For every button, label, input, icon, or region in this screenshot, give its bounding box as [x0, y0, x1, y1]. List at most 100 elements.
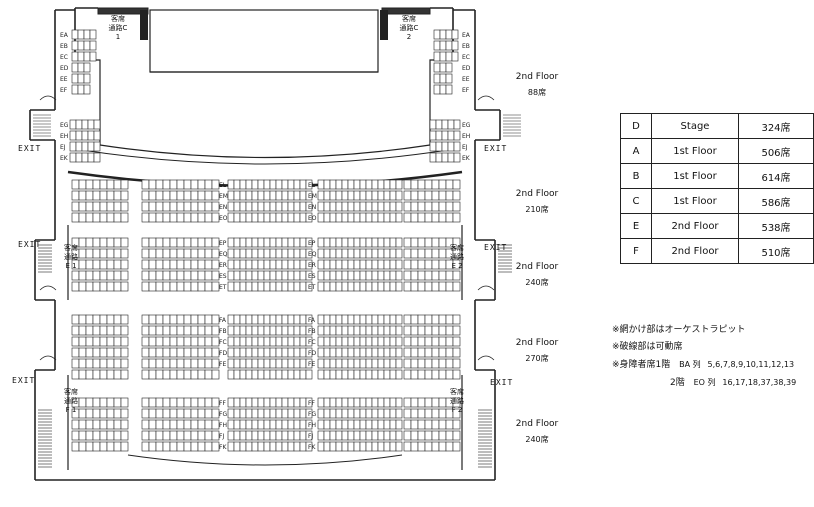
seat: [155, 259, 164, 270]
seat: [335, 248, 343, 259]
seat: [389, 212, 397, 223]
seat: [439, 51, 447, 62]
seat-block-left: [71, 212, 129, 223]
seat: [190, 237, 199, 248]
seat: [85, 441, 94, 452]
seat: [92, 179, 101, 190]
seat: [197, 281, 206, 292]
seat: [176, 237, 185, 248]
seat: [435, 130, 443, 141]
seat: [429, 152, 437, 163]
seat-block-left: [71, 397, 129, 408]
seat: [341, 259, 349, 270]
seat: [410, 408, 419, 419]
seat-block-center-left: [141, 237, 220, 248]
seat: [275, 237, 283, 248]
seat: [452, 325, 461, 336]
seat: [113, 430, 122, 441]
seat-block-center-right: [317, 408, 403, 419]
seat: [433, 40, 441, 51]
seat: [365, 419, 373, 430]
seat: [389, 281, 397, 292]
seat: [299, 441, 307, 452]
seat: [78, 430, 87, 441]
seat: [377, 397, 385, 408]
row-label: ER: [308, 262, 316, 269]
seat-block-center-right: [317, 190, 403, 201]
seat-block-center-right: [317, 419, 403, 430]
seat: [299, 408, 307, 419]
seat: [299, 179, 307, 190]
seat: [305, 347, 313, 358]
seat: [335, 397, 343, 408]
seat: [99, 259, 108, 270]
seat: [85, 408, 94, 419]
seat: [162, 270, 171, 281]
seat: [239, 259, 247, 270]
seat: [447, 152, 455, 163]
seat: [120, 270, 129, 281]
seat: [162, 347, 171, 358]
seat: [233, 237, 241, 248]
seat: [452, 336, 461, 347]
seat: [403, 336, 412, 347]
seat: [251, 201, 259, 212]
seat: [299, 248, 307, 259]
seat: [359, 441, 367, 452]
seat: [377, 408, 385, 419]
seat: [452, 347, 461, 358]
seat: [263, 314, 271, 325]
seat-block-left: [71, 201, 129, 212]
seat: [183, 314, 192, 325]
seat: [323, 201, 331, 212]
seat: [227, 259, 235, 270]
seat: [353, 281, 361, 292]
seat: [162, 237, 171, 248]
seat: [417, 336, 426, 347]
seat: [417, 237, 426, 248]
seat-block-center: [227, 397, 313, 408]
row-label: FH: [308, 422, 316, 429]
seat: [359, 201, 367, 212]
seat: [106, 259, 115, 270]
seat: [389, 314, 397, 325]
seat: [257, 347, 265, 358]
seat: [365, 430, 373, 441]
seat: [403, 408, 412, 419]
seat: [227, 270, 235, 281]
seat: [71, 281, 80, 292]
seat: [204, 325, 213, 336]
legend-name: 1st Floor: [651, 138, 739, 164]
seat: [239, 347, 247, 358]
seat: [453, 130, 461, 141]
seat: [162, 369, 171, 380]
seat: [71, 179, 80, 190]
seat: [169, 248, 178, 259]
seat: [148, 430, 157, 441]
seat: [155, 336, 164, 347]
seat: [371, 259, 379, 270]
seat: [251, 248, 259, 259]
seat: [417, 190, 426, 201]
seat: [71, 314, 80, 325]
seat: [162, 212, 171, 223]
seat-block-right: [403, 397, 461, 408]
seat: [257, 430, 265, 441]
seat: [389, 336, 397, 347]
seat: [438, 336, 447, 347]
seat: [377, 201, 385, 212]
seat-block-right: [403, 259, 461, 270]
row-label: EC: [462, 54, 470, 61]
note-wheelchair-1: ※身障者席1階 BA 列 5,6,7,8,9,10,11,12,13: [612, 360, 795, 370]
seat-block-center: [227, 347, 313, 358]
seat: [417, 347, 426, 358]
seat: [371, 314, 379, 325]
seat: [269, 358, 277, 369]
seat: [169, 212, 178, 223]
seat: [176, 347, 185, 358]
seat: [287, 237, 295, 248]
seat: [389, 419, 397, 430]
seat-block-center: [227, 441, 313, 452]
seat: [359, 237, 367, 248]
